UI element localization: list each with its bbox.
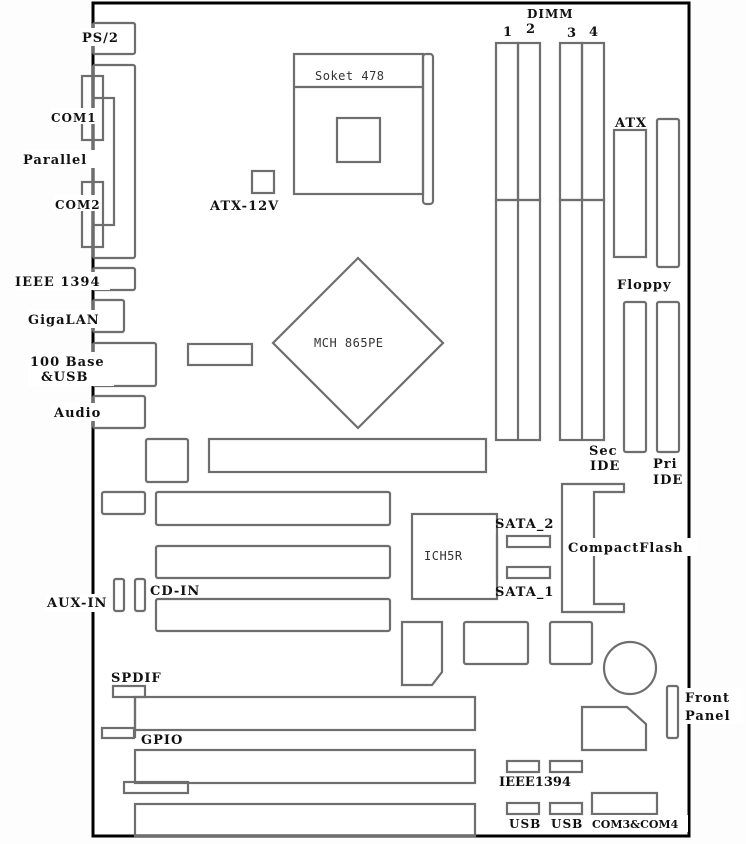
- lower-header: [122, 780, 190, 795]
- label-bg: [50, 108, 96, 124]
- label-audio: Audio: [53, 406, 101, 421]
- chip-square-bottom: [548, 620, 594, 666]
- label-front-panel-2: Panel: [685, 709, 731, 724]
- label-ps2: PS/2: [82, 31, 119, 46]
- sata2-connector: [505, 534, 552, 549]
- label-bg: [27, 310, 105, 328]
- spdif-header: [111, 684, 147, 699]
- floppy-connector: [655, 117, 681, 269]
- ieee1394-header-1: [505, 759, 541, 774]
- label-com2: COM2: [55, 198, 101, 212]
- label-cd-in: CD-IN: [150, 584, 200, 599]
- aux-in-header: [112, 577, 126, 613]
- com2-connector: [80, 180, 105, 249]
- chip-cut-corner: [400, 620, 444, 687]
- pci-slot-3: [154, 597, 392, 633]
- square-chip-left: [144, 437, 190, 484]
- label-bg: [567, 538, 697, 556]
- label-bg: [54, 195, 100, 211]
- label-ieee1394-rear: IEEE 1394: [15, 275, 101, 290]
- label-dimm: DIMM: [527, 7, 574, 21]
- atx12v-connector: [250, 169, 276, 195]
- small-header-left: [100, 490, 147, 516]
- label-usb-2: USB: [551, 817, 583, 831]
- agp-slot: [207, 437, 488, 474]
- label-sec-ide-1: Sec: [589, 444, 618, 459]
- label-com1: COM1: [51, 111, 97, 125]
- label-ich5r: ICH5R: [424, 549, 463, 563]
- com34-header: [590, 791, 659, 816]
- label-dimm-1: 1: [503, 25, 513, 40]
- board-outline: [91, 1, 691, 838]
- small-chip-mid: [186, 342, 254, 367]
- pci-slot-5: [133, 748, 477, 785]
- label-bg: [52, 403, 108, 421]
- label-usb-rear: &USB: [41, 370, 88, 385]
- label-pri-ide-2: IDE: [653, 473, 683, 488]
- label-pri-ide-1: Pri: [653, 457, 678, 472]
- label-mch: MCH 865PE: [314, 336, 384, 350]
- sec-ide-connector: [622, 300, 648, 454]
- label-floppy: Floppy: [617, 278, 672, 293]
- label-bg: [28, 352, 114, 386]
- pci-slot-6: [133, 802, 477, 838]
- mch-chip: [271, 256, 445, 430]
- label-usb-1: USB: [509, 817, 541, 831]
- label-dimm-4: 4: [589, 25, 599, 40]
- usb-header-2: [548, 801, 584, 816]
- label-bg: [45, 594, 111, 612]
- label-bg: [80, 28, 126, 46]
- cmos-battery: [602, 640, 658, 696]
- label-socket: Soket 478: [315, 69, 385, 83]
- cpu-die: [335, 116, 382, 164]
- label-ieee1394-header: IEEE1394: [499, 775, 571, 790]
- label-dimm-3: 3: [567, 26, 577, 41]
- label-front-panel-1: Front: [685, 691, 730, 706]
- label-compactflash: CompactFlash: [568, 541, 684, 556]
- bios-chip: [580, 705, 648, 752]
- ieee1394-header-2: [548, 759, 584, 774]
- label-atx: ATX: [614, 116, 647, 131]
- front-panel-header: [665, 684, 680, 740]
- label-parallel: Parallel: [23, 153, 87, 168]
- label-com34: COM3&COM4: [592, 818, 679, 831]
- pri-ide-connector: [655, 300, 681, 454]
- socket-lever: [421, 52, 435, 206]
- label-bg: [683, 688, 743, 724]
- cd-in-header: [133, 577, 147, 613]
- label-dimm-2: 2: [526, 22, 536, 37]
- atx-power-connector: [612, 128, 648, 259]
- label-aux-in: AUX-IN: [46, 596, 107, 611]
- gpio-header: [100, 726, 136, 740]
- label-100base: 100 Base: [30, 355, 105, 370]
- compactflash-slot: [560, 482, 626, 614]
- label-sec-ide-2: IDE: [590, 459, 620, 474]
- label-sata1: SATA_1: [495, 585, 554, 600]
- label-spdif: SPDIF: [111, 671, 162, 686]
- pci-slot-2: [154, 544, 392, 580]
- usb-header-1: [505, 801, 541, 816]
- label-bg: [590, 815, 688, 832]
- label-bg: [22, 150, 110, 168]
- label-gigalan: GigaLAN: [28, 313, 100, 328]
- label-atx12v: ATX-12V: [209, 199, 279, 214]
- pci-slot-1: [154, 490, 392, 527]
- sata1-connector: [505, 565, 552, 580]
- label-sata2: SATA_2: [495, 517, 554, 532]
- label-bg: [14, 272, 110, 290]
- chip-mid-bottom: [462, 620, 530, 666]
- label-gpio: GPIO: [141, 733, 183, 748]
